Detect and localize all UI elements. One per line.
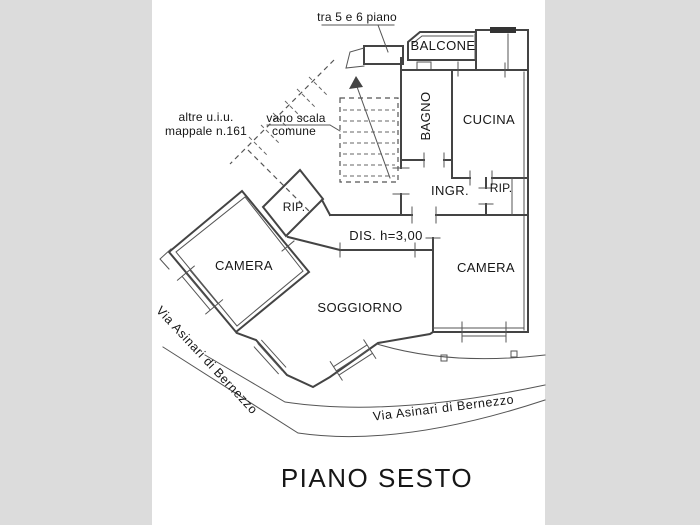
- street-lines: [162, 346, 546, 438]
- room-label-rip-right: RIP.: [490, 181, 513, 195]
- room-label-balcone: BALCONE: [411, 38, 476, 53]
- room-label-disimpegno: DIS. h=3,00: [349, 228, 422, 243]
- stairwell: [229, 59, 399, 213]
- room-label-bagno: BAGNO: [418, 92, 433, 141]
- room-label-camera-left: CAMERA: [215, 258, 273, 273]
- window-left-bedroom: [176, 265, 224, 315]
- room-label-camera-right: CAMERA: [457, 260, 515, 275]
- window-right-bedroom: [461, 321, 507, 343]
- walls: [159, 27, 546, 389]
- plan-title: PIANO SESTO: [281, 463, 473, 493]
- room-label-ingresso: INGR.: [431, 183, 469, 198]
- street-label-bottom: Via Asinari di Bernezzo: [372, 392, 515, 423]
- room-label-cucina: CUCINA: [463, 112, 515, 127]
- room-label-rip-left: RIP.: [283, 200, 306, 214]
- note-other-units-line2: mappale n.161: [165, 124, 247, 138]
- stair-direction-arrow: [349, 76, 363, 89]
- room-label-soggiorno: SOGGIORNO: [317, 300, 402, 315]
- window-living-room-left: [253, 339, 287, 375]
- note-landing: tra 5 e 6 piano: [317, 10, 397, 24]
- annotation-leaders: [266, 24, 395, 132]
- note-stairwell-line2: comune: [272, 124, 316, 138]
- note-other-units-line1: altre u.i.u.: [178, 110, 233, 124]
- note-stairwell-line1: vano scala: [266, 111, 325, 125]
- window-living-room: [329, 339, 377, 381]
- drawing-paper: [152, 0, 545, 525]
- door-and-window-ticks: [281, 33, 506, 258]
- street-label-left: Via Asinari di Bernezzo: [153, 304, 260, 417]
